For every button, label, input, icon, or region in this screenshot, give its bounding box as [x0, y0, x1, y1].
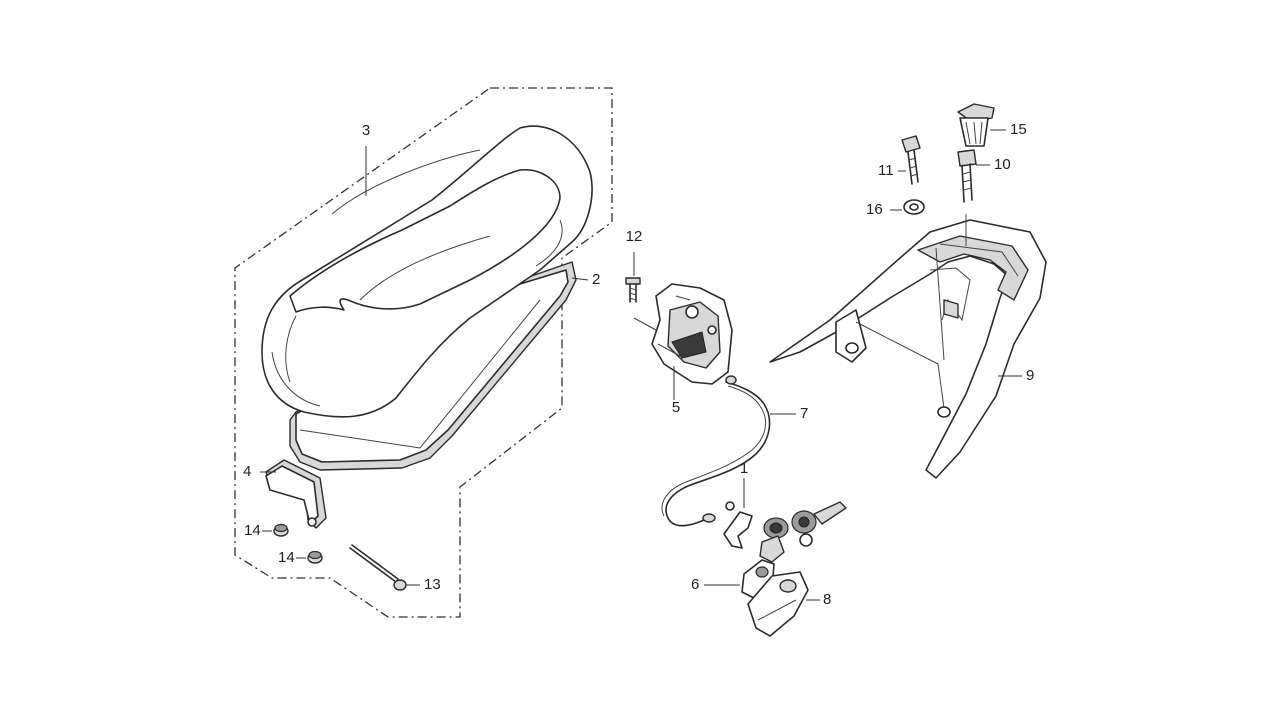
callout-2: 2 [592, 271, 600, 288]
grab-rail-part [769, 214, 1047, 479]
seat-cushion-part [261, 125, 593, 418]
seat-cable-part [661, 375, 771, 527]
key-switch-part [759, 501, 847, 563]
callout-9: 9 [1026, 367, 1034, 384]
latch-bracket-part [265, 459, 327, 529]
callout-8: 8 [823, 591, 831, 608]
callout-13: 13 [424, 576, 441, 593]
callout-16: 16 [866, 201, 883, 218]
callout-10: 10 [994, 156, 1011, 173]
nut-part-lower [307, 550, 323, 564]
washer-part [903, 199, 925, 215]
callout-1: 1 [740, 460, 748, 477]
leader-lines [260, 129, 1022, 601]
callout-14-lower: 14 [278, 549, 295, 566]
cap-part [957, 103, 995, 147]
callout-4: 4 [243, 463, 251, 480]
callout-14-upper: 14 [244, 522, 261, 539]
callout-5: 5 [672, 399, 680, 416]
seat-lock-part [651, 283, 733, 385]
callout-3: 3 [362, 122, 370, 139]
callout-11: 11 [878, 162, 894, 179]
callout-15: 15 [1010, 121, 1027, 138]
lock-cover-part [747, 571, 809, 637]
seat-assembly-boundary [234, 87, 613, 618]
callout-12: 12 [626, 228, 643, 245]
callout-6: 6 [691, 576, 699, 593]
bolt-part-10 [957, 149, 977, 203]
callout-7: 7 [800, 405, 808, 422]
pivot-bolt-part [349, 544, 407, 591]
nut-part-upper [273, 523, 289, 537]
bolt-part-12 [625, 277, 641, 303]
cable-clip-part [723, 511, 753, 549]
bolt-part-11 [901, 135, 921, 185]
